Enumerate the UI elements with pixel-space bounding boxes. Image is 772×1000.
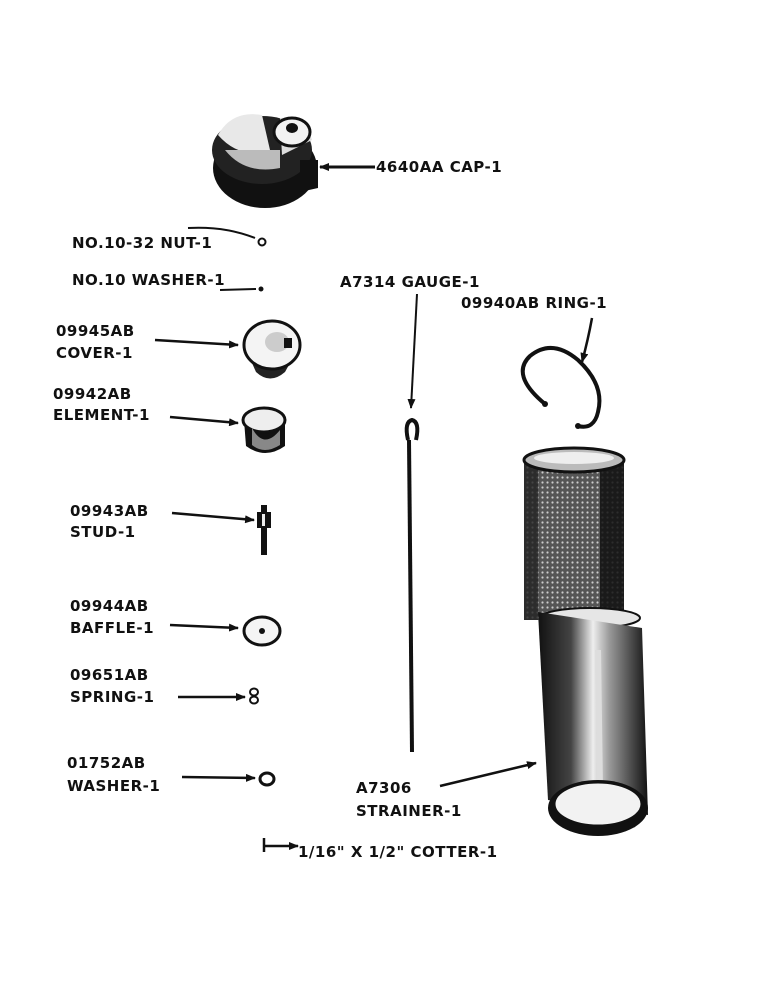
gauge-drawing <box>404 417 420 753</box>
baffle-drawing <box>242 615 282 647</box>
element-name-label: ELEMENT-1 <box>53 406 150 424</box>
spring-name-label: SPRING-1 <box>70 688 154 706</box>
ring-drawing <box>520 346 602 429</box>
stud-part-label: 09943AB <box>70 502 149 520</box>
washer-part-label: 01752AB <box>67 754 146 772</box>
cover-leader <box>154 338 239 349</box>
stud-drawing <box>257 505 271 555</box>
spring-drawing <box>249 687 259 705</box>
cover-drawing <box>242 319 302 379</box>
stud-leader <box>171 511 255 524</box>
nut-drawing <box>257 237 267 247</box>
washer-small-label: NO.10 WASHER-1 <box>72 271 225 289</box>
ring-leader <box>580 317 594 363</box>
element-part-label: 09942AB <box>53 385 132 403</box>
washer-small-drawing <box>258 286 264 292</box>
nut-label: NO.10-32 NUT-1 <box>72 234 212 252</box>
strainer-drawing <box>522 446 648 836</box>
cotter-label: 1/16" X 1/2" COTTER-1 <box>298 843 498 861</box>
cap-drawing <box>212 114 318 208</box>
gauge-leader <box>407 293 418 409</box>
baffle-leader <box>169 623 239 632</box>
cover-name-label: COVER-1 <box>56 344 133 362</box>
stud-name-label: STUD-1 <box>70 523 136 541</box>
element-drawing <box>241 406 287 453</box>
washer-leader <box>181 773 256 782</box>
washer-small-leader <box>219 288 257 291</box>
ring-label: 09940AB RING-1 <box>461 294 607 312</box>
strainer-part-label: A7306 <box>356 779 412 797</box>
cover-part-label: 09945AB <box>56 322 135 340</box>
strainer-name-label: STRAINER-1 <box>356 802 462 820</box>
baffle-part-label: 09944AB <box>70 597 149 615</box>
gauge-label: A7314 GAUGE-1 <box>340 273 480 291</box>
baffle-name-label: BAFFLE-1 <box>70 619 154 637</box>
washer-name-label: WASHER-1 <box>67 777 160 795</box>
washer-drawing <box>258 771 276 787</box>
nut-leader <box>187 226 256 239</box>
cap-label: 4640AA CAP-1 <box>376 158 502 176</box>
cotter-drawing <box>262 838 299 852</box>
spring-part-label: 09651AB <box>70 666 149 684</box>
strainer-leader <box>439 761 537 788</box>
element-leader <box>169 415 239 427</box>
